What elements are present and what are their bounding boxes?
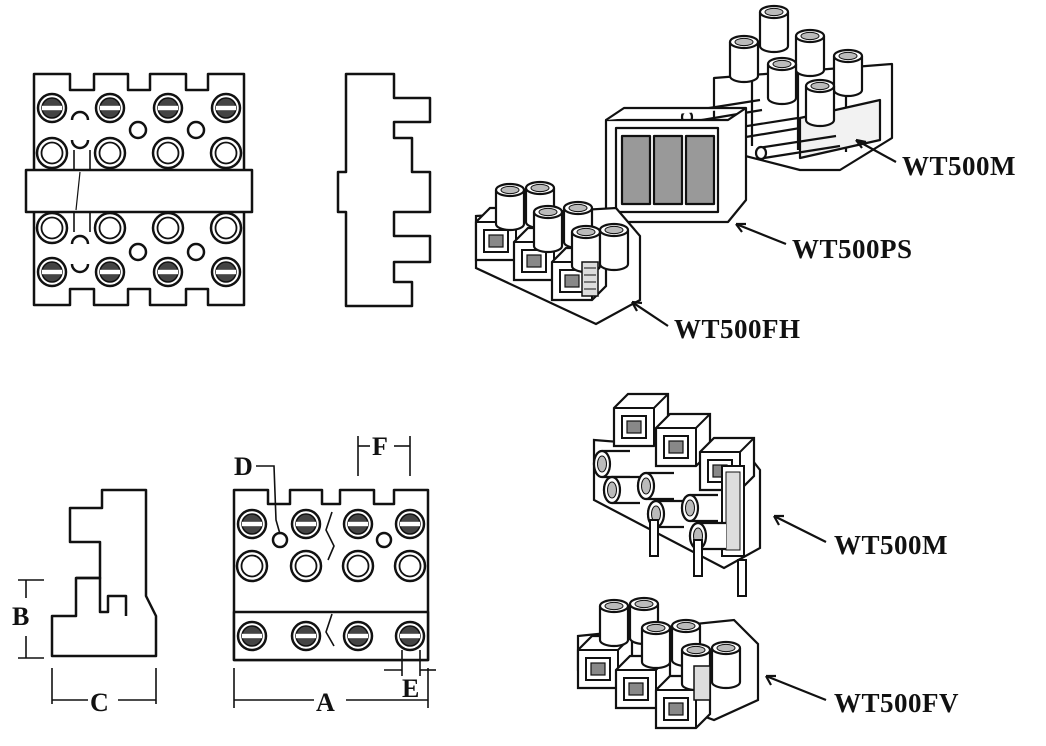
- label-wt500fh: WT500FH: [674, 314, 801, 344]
- dimension-label-e: E: [402, 674, 420, 703]
- label-wt500m-top: WT500M: [902, 151, 1016, 181]
- wt500fv-isometric: [576, 596, 760, 730]
- wt500fh-isometric: [474, 180, 642, 326]
- label-wt500ps: WT500PS: [792, 234, 913, 264]
- dimension-label-d: D: [234, 452, 253, 481]
- dimension-label-f: F: [372, 432, 388, 461]
- label-wt500m-bottom: WT500M: [834, 530, 948, 560]
- dimension-label-b: B: [12, 602, 30, 631]
- side-profile-top: [336, 72, 432, 308]
- front-view-top: [24, 72, 254, 307]
- callout-leaders: [631, 138, 897, 702]
- side-profile-lower: [50, 488, 158, 658]
- dimension-label-a: A: [316, 688, 335, 717]
- wt500ps-isometric: [604, 106, 748, 224]
- dimension-label-c: C: [90, 688, 109, 717]
- dimension-lines: [18, 436, 436, 708]
- wt500m-lower-isometric: [592, 392, 762, 597]
- label-wt500fv: WT500FV: [834, 688, 959, 718]
